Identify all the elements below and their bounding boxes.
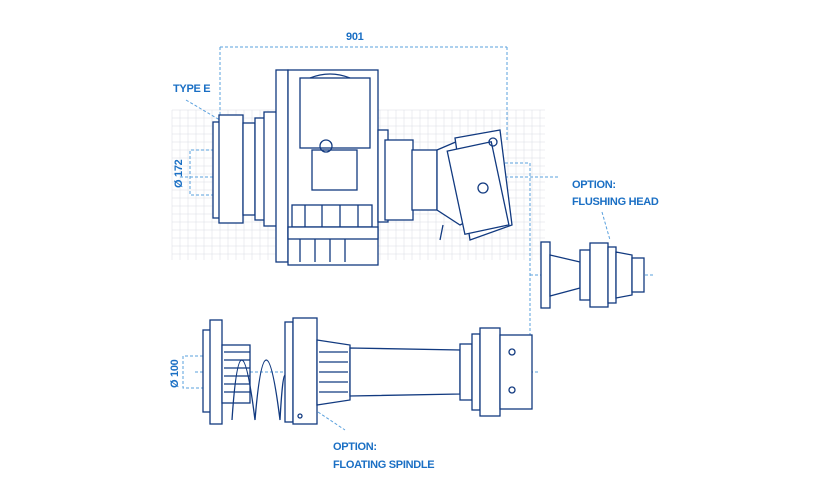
flushing-head-label: FLUSHING HEAD bbox=[572, 196, 659, 208]
spindle-motor bbox=[212, 69, 513, 266]
spindle-diameter-label: Ø 100 bbox=[169, 359, 181, 388]
dimension-length: 901 bbox=[219, 31, 508, 140]
flange-diameter-dimension: Ø 172 bbox=[173, 149, 214, 196]
floating-spindle: Ø 100 OPTION: FLOATING SPINDLE bbox=[169, 317, 540, 471]
spindle-option-label: OPTION: bbox=[333, 441, 377, 453]
floating-spindle-label: FLOATING SPINDLE bbox=[333, 459, 434, 471]
flushing-head: OPTION: FLUSHING HEAD bbox=[530, 179, 659, 309]
dimension-length-label: 901 bbox=[346, 31, 364, 43]
type-label: TYPE E bbox=[173, 83, 210, 95]
flange-diameter-label: Ø 172 bbox=[173, 159, 185, 188]
flushing-option-label: OPTION: bbox=[572, 179, 616, 191]
